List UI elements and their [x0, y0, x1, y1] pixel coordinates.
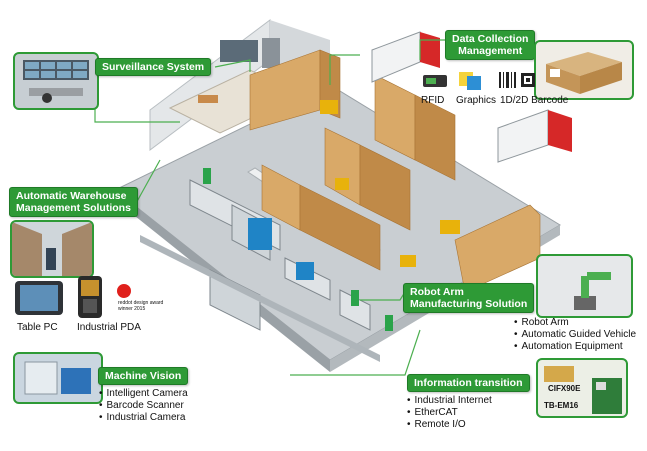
- table-pc-caption: Table PC: [17, 322, 58, 333]
- remote-io-item: Remote I/O: [407, 419, 492, 431]
- barcode-caption: 1D/2D Barcode: [500, 95, 569, 106]
- automation-equipment-item: Automation Equipment: [514, 341, 636, 353]
- award-text: reddot design award winner 2015: [118, 300, 164, 312]
- data-collection-label: Data Collection Management: [445, 30, 536, 60]
- information-item-list: Industrial Internet EtherCAT Remote I/O: [407, 395, 492, 431]
- warehouse-aisle-icon: [12, 222, 92, 276]
- barcode-scanner-item: Barcode Scanner: [99, 400, 188, 412]
- forklift-icon: [320, 100, 460, 267]
- industrial-pda-caption: Industrial PDA: [77, 322, 141, 333]
- agv-item: Automatic Guided Vehicle: [514, 329, 637, 341]
- warehouse-photo: [10, 220, 94, 278]
- cardboard-box-icon: [546, 52, 622, 94]
- intelligent-camera-item: Intelligent Camera: [99, 388, 188, 400]
- conveyor-belt: [140, 235, 380, 362]
- tb-em16-caption: TB-EM16: [544, 401, 579, 410]
- inspection-machine-icon: [24, 361, 91, 395]
- machine-vision-label: Machine Vision: [98, 367, 189, 385]
- control-panel-icon: [248, 218, 272, 250]
- video-wall-icon: [220, 40, 258, 62]
- robot-arm-item: Robot Arm: [514, 317, 636, 329]
- rfid-caption: RFID: [421, 95, 445, 106]
- industrial-internet-item: Industrial Internet: [407, 395, 492, 407]
- surveillance-room-icon: [23, 60, 89, 103]
- robot-arm-solution-label: Robot Arm Manufacturing Solution: [403, 283, 535, 313]
- cifx90e-caption: CIFX90E: [548, 384, 581, 393]
- truck-icon: [371, 31, 572, 163]
- robot-arm-icon: [203, 168, 393, 331]
- robot-arm-photo: [536, 254, 633, 318]
- surveillance-system-label: Surveillance System: [95, 58, 212, 76]
- graphics-caption: Graphics: [456, 95, 497, 106]
- control-panel-icon-2: [296, 262, 314, 280]
- pda-icon: [78, 276, 102, 318]
- surveillance-photo: [13, 52, 99, 110]
- rfid-reader-icon: [423, 75, 447, 87]
- graphics-icon: [459, 72, 481, 90]
- ethercat-item: EtherCAT: [407, 407, 492, 419]
- operator-desk-icon: [198, 95, 218, 103]
- industrial-camera-item: Industrial Camera: [99, 412, 188, 424]
- tablet-icon: [15, 281, 63, 315]
- robot-arm-item-list: Robot Arm Automatic Guided Vehicle Autom…: [514, 317, 637, 353]
- machine-vision-item-list: Intelligent Camera Barcode Scanner Indus…: [99, 388, 188, 424]
- barcode-icon: [499, 72, 535, 88]
- data-collection-photo: [534, 40, 634, 100]
- robot-arm-icon: [574, 272, 611, 310]
- machine-vision-photo: [13, 352, 103, 404]
- information-photo: CIFX90E TB-EM16: [536, 358, 628, 418]
- production-line: [140, 179, 380, 362]
- warehouse-management-label: Automatic Warehouse Management Solutions: [9, 187, 138, 217]
- server-rack-icon: [262, 38, 280, 68]
- reddot-award-icon: [117, 284, 131, 298]
- information-transition-label: Information transition: [407, 374, 530, 392]
- circuit-board-icon: [544, 366, 622, 414]
